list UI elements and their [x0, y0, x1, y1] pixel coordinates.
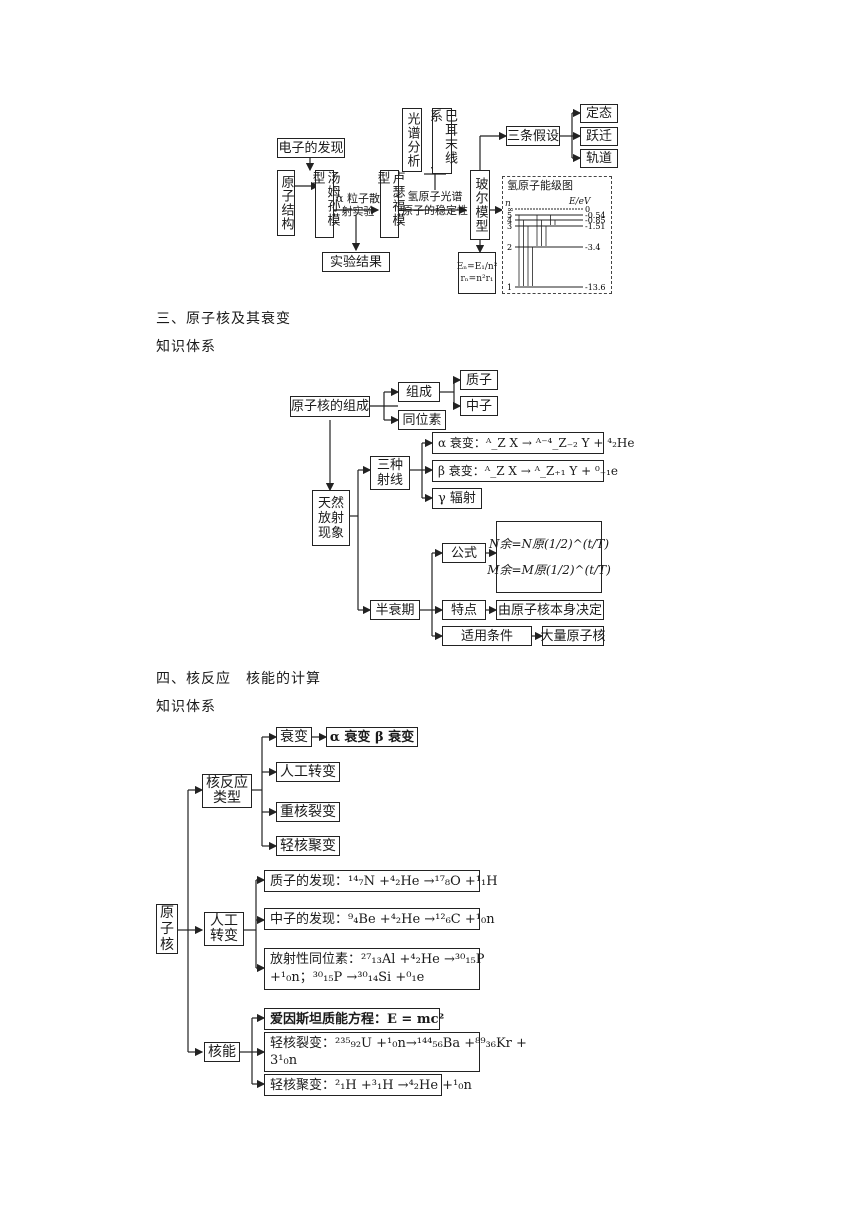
energy-level-n: 3 [507, 222, 512, 231]
fusion-box: 轻核聚变：²₁H +³₁H →⁴₂He +¹₀n [264, 1074, 472, 1096]
light-fusion-box: 轻核聚变 [276, 836, 340, 856]
section3-subheading: 知识体系 [156, 699, 216, 715]
fission-line-2: 3¹₀n [270, 1053, 298, 1068]
energy-level-value: 0 [585, 205, 590, 214]
spectral-analysis-box: 光谱分析 [402, 108, 422, 172]
composition-box: 组成 [398, 382, 440, 402]
alpha-decay-box: α 衰变：ᴬ_Z X → ᴬ⁻⁴_Z₋₂ Y + ⁴₂He [432, 432, 634, 454]
proton-discovery-box: 质子的发现：¹⁴₇N +⁴₂He →¹⁷₈O +¹₁H [264, 870, 498, 892]
electron-discovery-box: 电子的发现 [277, 138, 345, 158]
fission-box: 轻核裂变：²³⁵₉₂U +¹₀n→¹⁴⁴₅₆Ba +⁸⁹₃₆Kr + 3¹₀n [264, 1032, 527, 1072]
balmer-series-box: 巴耳末线系 [427, 108, 457, 174]
nucleus-composition-box: 原子核的组成 [290, 396, 370, 417]
formula-n: N余=N原(1/2)^(t/T) [488, 537, 610, 551]
fission-line-1: 轻核裂变：²³⁵₉₂U +¹₀n→¹⁴⁴₅₆Ba +⁸⁹₃₆Kr + [270, 1036, 527, 1051]
energy-level-n: 2 [507, 243, 512, 252]
energy-level-svg: ∞ 0 5 -0.54 4 -0.85 3 -1.51 2 -3.4 1 -13.6 [507, 205, 606, 292]
feature-box: 特点 [442, 600, 486, 620]
energy-radius-formula-box: Eₙ=E₁/n² rₙ=n²r₁ [456, 252, 498, 294]
gamma-ray-box: γ 辐射 [432, 488, 482, 509]
energy-level-panel: 氢原子能级图 n E/eV ∞ 0 5 -0.54 4 -0.85 3 -1.51 2 -3.4 1… [502, 176, 612, 294]
stationary-state-box: 定态 [580, 104, 618, 123]
formula-box: 公式 [442, 543, 486, 563]
energy-level-value: -1.51 [585, 222, 606, 231]
transition-box: 跃迁 [580, 127, 618, 146]
feature-text-box: 由原子核本身决定 [496, 600, 604, 620]
decay-box: 衰变 [276, 727, 312, 747]
atom-stability-label: 原子的稳定性 [402, 204, 468, 217]
energy-level-n: 4 [507, 216, 512, 225]
energy-level-value: -0.85 [585, 216, 606, 225]
alpha-scatter-label: α 粒子散射实验 [336, 192, 380, 218]
bohr-model-box: 玻尔模型 [470, 170, 490, 240]
energy-unit-label: E/eV [569, 197, 591, 207]
beta-decay-box: β 衰变：ᴬ_Z X → ᴬ_Z₊₁ Y + ⁰₋₁e [432, 460, 618, 482]
energy-level-n: 5 [507, 211, 512, 220]
artificial-transmutation-box: 人工转变 [276, 762, 340, 782]
three-assumptions-box: 三条假设 [506, 126, 560, 146]
n-axis-label: n [505, 199, 511, 209]
nuclear-energy-box: 核能 [204, 1042, 240, 1062]
conditions-box: 适用条件 [442, 626, 532, 646]
section2-subheading: 知识体系 [156, 339, 216, 355]
decay-types-box: α 衰变 β 衰变 [326, 727, 418, 747]
radioisotope-line-1: 放射性同位素：²⁷₁₃Al +⁴₂He →³⁰₁₅P [270, 952, 485, 967]
isotope-box: 同位素 [398, 410, 446, 430]
neutron-box: 中子 [460, 396, 498, 416]
three-rays-box: 三种射线 [370, 456, 410, 490]
atomic-structure-box: 原子结构 [277, 170, 295, 236]
heavy-fission-box: 重核裂变 [276, 802, 340, 822]
radius-formula: rₙ=n²r₁ [460, 274, 494, 284]
reaction-types-box: 核反应类型 [202, 774, 252, 808]
einstein-box: 爱因斯坦质能方程：E = mc² [264, 1008, 444, 1030]
formula-m: M余=M原(1/2)^(t/T) [487, 563, 611, 577]
natural-radioactivity-box: 天然放射现象 [312, 490, 350, 546]
rutherford-model-box: 卢瑟福模型 [375, 170, 405, 238]
energy-level-n: 1 [507, 283, 512, 292]
orbit-box: 轨道 [580, 149, 618, 168]
section3-heading: 四、核反应 核能的计算 [156, 671, 321, 687]
energy-diagram-title: 氢原子能级图 [507, 179, 573, 192]
proton-box: 质子 [460, 370, 498, 390]
conditions-text-box: 大量原子核 [541, 626, 606, 646]
half-life-box: 半衰期 [370, 600, 420, 620]
energy-formula: Eₙ=E₁/n² [456, 262, 498, 272]
energy-level-value: -3.4 [585, 243, 600, 252]
experiment-result-box: 实验结果 [322, 252, 390, 272]
radioisotope-box: 放射性同位素：²⁷₁₃Al +⁴₂He →³⁰₁₅P +¹₀n；³⁰₁₅P →³… [264, 948, 485, 990]
artificial-box: 人工转变 [204, 912, 244, 946]
neutron-discovery-box: 中子的发现：⁹₄Be +⁴₂He →¹²₆C +¹₀n [264, 908, 495, 930]
energy-level-n: ∞ [507, 205, 514, 214]
half-life-formula-box: N余=N原(1/2)^(t/T) M余=M原(1/2)^(t/T) [487, 521, 611, 593]
hydrogen-spectrum-label: 氢原子光谱 [407, 190, 463, 203]
thomson-model-box: 汤姆孙模型 [310, 170, 340, 238]
radioisotope-line-2: +¹₀n；³⁰₁₅P →³⁰₁₄Si +⁰₁e [270, 970, 425, 985]
energy-level-value: -0.54 [585, 211, 606, 220]
energy-level-value: -13.6 [585, 283, 606, 292]
section2-heading: 三、原子核及其衰变 [156, 311, 291, 327]
nucleus-box: 原子核 [156, 904, 178, 954]
